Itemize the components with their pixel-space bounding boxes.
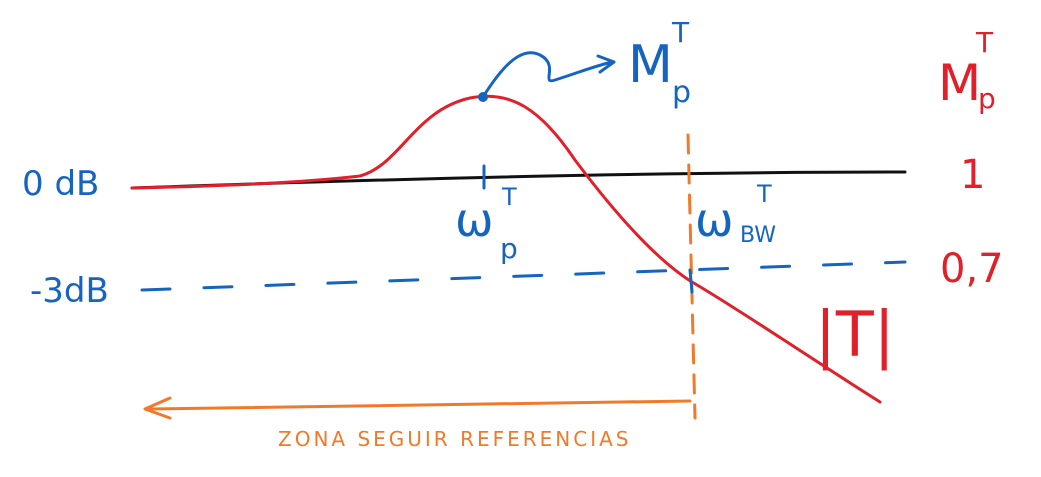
mp-symbol-blue: M	[628, 35, 673, 95]
magnitude-curve	[130, 94, 882, 404]
minus-3db-label: -3dB	[30, 271, 109, 311]
bandwidth-dashed-line	[686, 133, 697, 420]
omega-p-symbol: ω	[455, 193, 494, 247]
mp-subscript-blue: p	[672, 75, 691, 110]
abs-t-label: |T|	[815, 298, 895, 372]
zona-label: ZONA SEGUIR REFERENCIAS	[278, 427, 631, 451]
mp-symbol-red: M	[938, 54, 981, 112]
zona-arrow-line	[148, 399, 692, 411]
mp-subscript-red: p	[978, 82, 996, 115]
minus-3db-dashed-line	[140, 260, 907, 292]
zero-seven-label: 0,7	[940, 246, 1004, 292]
peak-annotation-arrow	[481, 51, 616, 99]
bandwidth-tick	[688, 268, 694, 294]
mp-superscript-red: T	[975, 26, 994, 59]
omega-bw-subscript: BW	[740, 223, 776, 248]
zero-db-label: 0 dB	[22, 164, 99, 204]
mp-superscript-blue: T	[671, 16, 690, 49]
omega-p-superscript: T	[501, 183, 517, 211]
omega-bw-superscript: T	[756, 180, 772, 208]
zona-arrow-head	[143, 396, 172, 420]
omega-p-subscript: p	[500, 232, 518, 265]
one-label: 1	[960, 152, 985, 198]
omega-bw-symbol: ω	[695, 193, 734, 247]
